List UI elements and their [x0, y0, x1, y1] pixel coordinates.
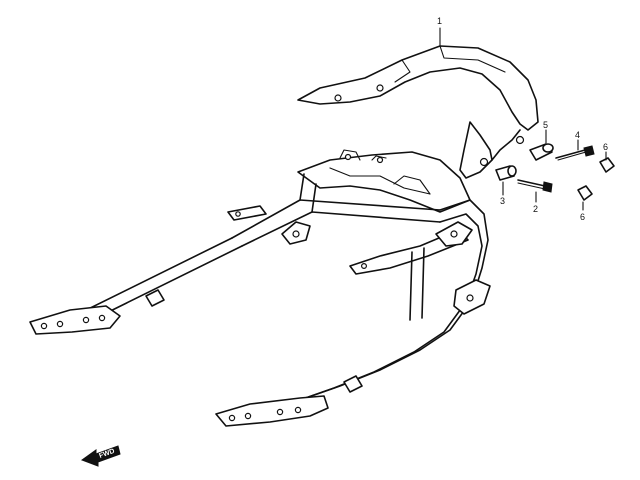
collar-part-5	[529, 143, 554, 161]
callout-6-lower: 6	[580, 212, 585, 222]
grab-rail-part	[297, 45, 539, 179]
callout-3: 3	[500, 196, 505, 206]
cap-part-6-upper	[599, 157, 615, 173]
callout-5: 5	[543, 120, 548, 130]
bolt-part-4	[555, 145, 595, 161]
collar-part-3	[495, 165, 517, 181]
callout-4: 4	[575, 130, 580, 140]
bolt-part-2	[517, 179, 553, 193]
seat-rail-frame	[29, 149, 491, 427]
callout-1: 1	[437, 16, 442, 26]
callout-2: 2	[533, 204, 538, 214]
forward-arrow-icon: FWD	[80, 445, 121, 467]
callout-6-upper: 6	[603, 142, 608, 152]
cap-part-6-lower	[577, 185, 593, 201]
